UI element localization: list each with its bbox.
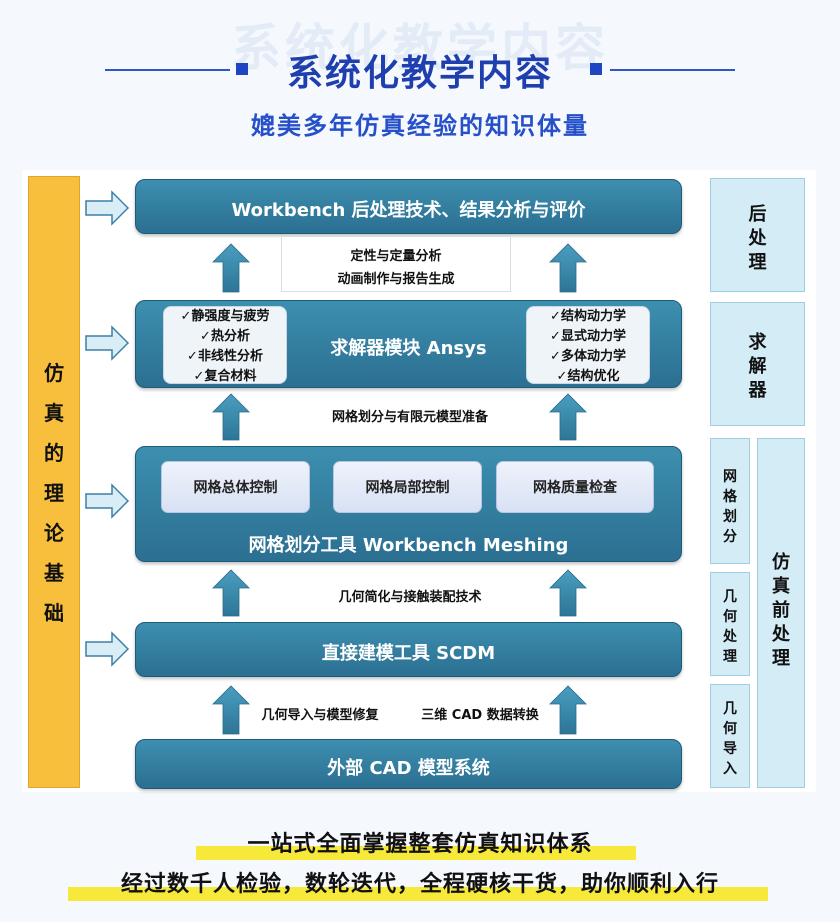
category-char: 处 (748, 228, 767, 249)
category-char: 后 (748, 204, 767, 225)
highlight-line2 (68, 887, 768, 901)
solver-item: ✓复合材料 (193, 369, 257, 384)
solver-label: 求解器模块 Ansys (330, 338, 487, 359)
theory-char: 论 (44, 521, 64, 545)
mesh-local-control: 网格局部控制 (333, 461, 482, 513)
slogan-line2: 经过数千人检验，数轮迭代，全程硬核干货，助你顺利入行 (120, 872, 719, 897)
cad-note-right: 三维 CAD 数据转换 (421, 708, 539, 723)
category-char: 导 (723, 741, 737, 757)
solver-left-list: ✓静强度与疲劳 ✓热分析 ✓非线性分析 ✓复合材料 (163, 306, 287, 384)
category-char: 处 (723, 629, 737, 645)
theory-label: 仿 真 的 理 论 基 础 (29, 353, 79, 633)
post-processing-bar: Workbench 后处理技术、结果分析与评价 (135, 179, 682, 234)
category-geometry: 几 何 处 理 (710, 572, 750, 676)
category-char: 格 (723, 489, 737, 505)
category-import: 几 何 导 入 (710, 684, 750, 788)
title-left-square (236, 63, 248, 75)
mesh-quality-check: 网格质量检查 (496, 461, 654, 513)
category-char: 器 (748, 380, 767, 401)
mesh-global-control: 网格总体控制 (161, 461, 310, 513)
slogan-line1: 一站式全面掌握整套仿真知识体系 (247, 832, 593, 857)
theory-char: 的 (44, 441, 64, 465)
category-pre-processing: 仿 真 前 处 理 (757, 438, 805, 788)
solver-item: ✓结构动力学 (550, 309, 626, 324)
category-char: 理 (772, 648, 790, 669)
solver-item: ✓静强度与疲劳 (180, 309, 270, 324)
title-right-line (610, 69, 735, 71)
scdm-note: 几何简化与接触装配技术 (338, 590, 482, 605)
category-solver: 求 解 器 (710, 302, 805, 426)
right-arrow-icon (85, 483, 130, 519)
category-mesh: 网 格 划 分 (710, 438, 750, 564)
title-left-line (105, 69, 230, 71)
cad-note-left: 几何导入与模型修复 (261, 708, 379, 723)
solver-right-list: ✓结构动力学 ✓显式动力学 ✓多体动力学 ✓结构优化 (526, 306, 650, 384)
meshing-label: 网格划分工具 Workbench Meshing (248, 535, 569, 556)
category-char: 解 (748, 356, 767, 377)
category-char: 何 (723, 721, 737, 737)
category-post-processing: 后 处 理 (710, 178, 805, 292)
solver-item: ✓结构优化 (556, 369, 620, 384)
post-note-line1: 定性与定量分析 (350, 249, 442, 264)
category-char: 处 (772, 624, 790, 645)
category-char: 几 (723, 701, 737, 717)
right-arrow-icon (85, 631, 130, 667)
scdm-label: 直接建模工具 SCDM (321, 643, 496, 664)
mesh-note: 网格划分与有限元模型准备 (331, 410, 488, 425)
category-char: 几 (723, 589, 737, 605)
post-processing-label: Workbench 后处理技术、结果分析与评价 (231, 200, 586, 221)
solver-item: ✓非线性分析 (187, 349, 263, 364)
highlight-line1 (196, 846, 636, 860)
theory-char: 理 (44, 481, 64, 505)
category-char: 求 (748, 332, 767, 353)
title-right-square (590, 63, 602, 75)
cad-bar: 外部 CAD 模型系统 (135, 739, 682, 789)
category-char: 网 (723, 469, 737, 485)
post-note-box: 定性与定量分析 动画制作与报告生成 (281, 236, 511, 292)
solver-item: ✓多体动力学 (550, 349, 626, 364)
theory-char: 仿 (44, 361, 64, 385)
category-char: 入 (723, 761, 737, 777)
theory-char: 真 (44, 401, 64, 425)
right-arrow-icon (85, 325, 130, 361)
category-char: 仿 (772, 552, 790, 573)
scdm-bar: 直接建模工具 SCDM (135, 622, 682, 677)
page-title: 系统化教学内容 (286, 53, 553, 94)
right-arrow-icon (85, 190, 130, 226)
category-char: 前 (772, 600, 790, 621)
post-note-line2: 动画制作与报告生成 (337, 272, 455, 287)
solver-item: ✓显式动力学 (550, 329, 626, 344)
category-char: 何 (723, 609, 737, 625)
cad-label: 外部 CAD 模型系统 (327, 758, 490, 779)
category-char: 划 (723, 509, 737, 525)
theory-foundation-column: 仿 真 的 理 论 基 础 (28, 176, 80, 788)
category-char: 真 (772, 576, 790, 597)
page-subtitle: 媲美多年仿真经验的知识体量 (251, 112, 589, 140)
theory-arrows (85, 190, 130, 667)
solver-item: ✓热分析 (200, 329, 250, 344)
category-char: 理 (723, 649, 737, 665)
category-char: 理 (748, 252, 767, 273)
theory-char: 础 (44, 601, 64, 625)
watermark-title: 系统化教学内容 (231, 19, 609, 77)
theory-char: 基 (44, 561, 64, 585)
category-char: 分 (723, 529, 737, 545)
